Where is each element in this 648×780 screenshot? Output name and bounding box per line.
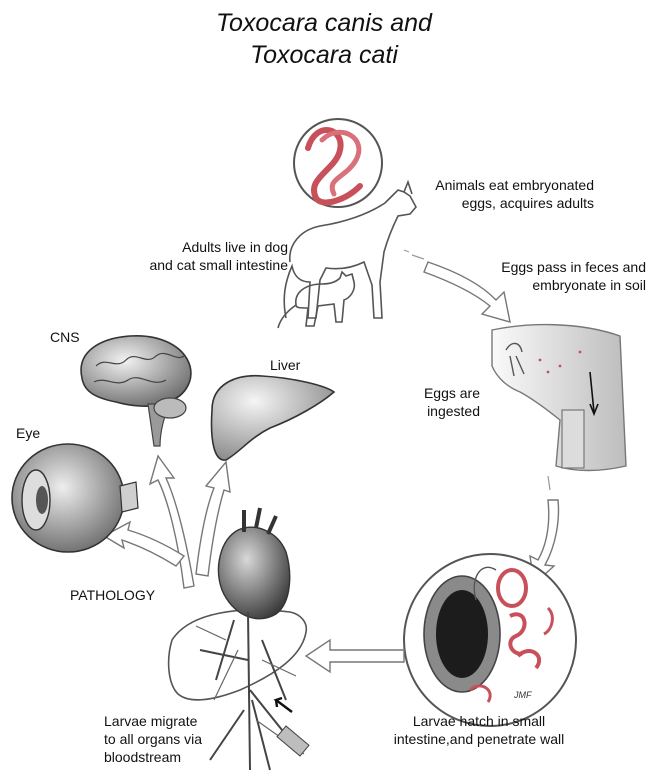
label-adults-live: Adults live in dog and cat small intesti… xyxy=(96,238,288,274)
liver-icon xyxy=(212,376,334,460)
brain-icon xyxy=(81,336,191,446)
throat-cross-section xyxy=(492,325,626,471)
label-pathology: PATHOLOGY xyxy=(70,586,180,604)
label-larvae-migrate: Larvae migrate to all organs via bloodst… xyxy=(104,712,244,766)
cat-icon xyxy=(278,272,354,328)
label-cns: CNS xyxy=(50,328,100,346)
label-eggs-pass: Eggs pass in feces and embryonate in soi… xyxy=(460,258,646,294)
label-eye: Eye xyxy=(16,424,56,442)
intestine-circle xyxy=(404,554,576,726)
adult-worm-circle xyxy=(294,119,382,207)
artist-mark: JMF xyxy=(513,690,532,700)
label-larvae-hatch: Larvae hatch in small intestine,and pene… xyxy=(368,712,590,748)
pathology-arrows xyxy=(104,456,230,588)
label-liver: Liver xyxy=(270,356,320,374)
label-eggs-ingested: Eggs are ingested xyxy=(410,384,480,420)
label-animals-eat-eggs: Animals eat embryonated eggs, acquires a… xyxy=(380,176,594,212)
arrow-to-bloodstream xyxy=(306,640,404,672)
